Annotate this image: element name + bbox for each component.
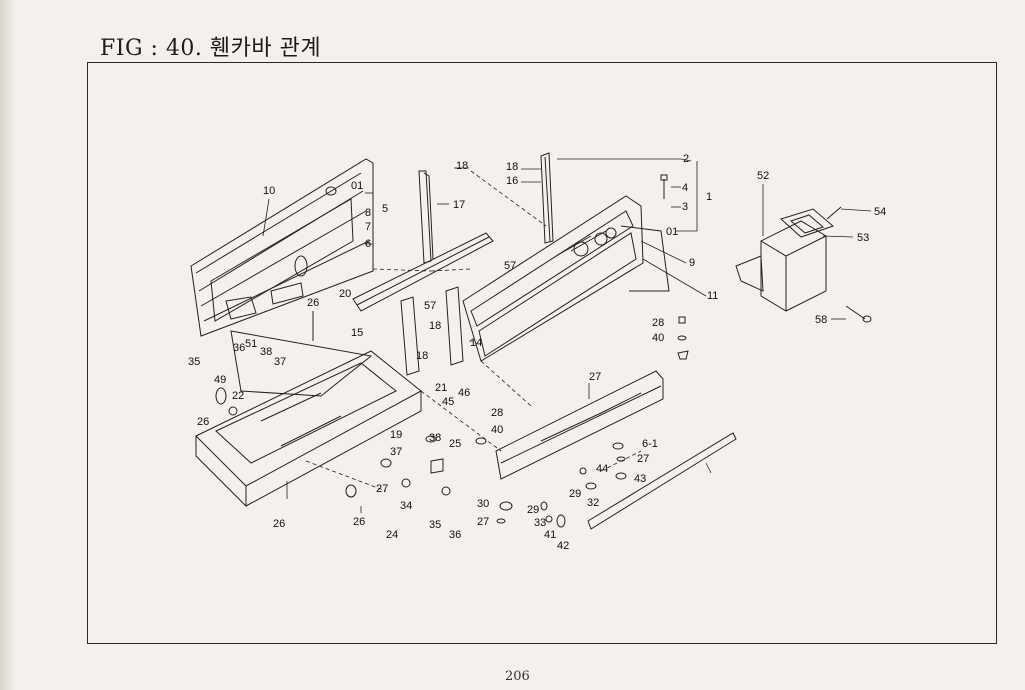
part-long-bottom-strip [587,432,737,530]
callout-label: 26 [307,297,319,309]
callout-label: 6 [365,238,371,250]
callout-label: 4 [682,182,688,194]
callout-label: 38 [429,432,441,444]
callout-label: 58 [815,314,827,326]
callout-label: 29 [569,488,581,500]
callout-label: 35 [188,356,200,368]
callout-label: 6-1 [642,438,658,450]
part-tailgate [462,195,670,362]
callout-label: 37 [274,356,286,368]
callout-label: 32 [587,497,599,509]
callout-label: 1 [706,191,712,203]
part-rear-rail [495,370,664,480]
callout-label: 24 [386,529,398,541]
callout-label: 27 [376,483,388,495]
dashed-assembly-lines [305,170,642,492]
callout-label: 26 [353,516,365,528]
callout-label: 38 [260,346,272,358]
callout-label: 41 [544,529,556,541]
callout-label: 44 [596,463,608,475]
callout-label: 25 [449,438,461,450]
callout-label: 28 [652,317,664,329]
callout-label: 43 [634,473,646,485]
callout-label: 30 [477,498,489,510]
callout-label: 33 [534,517,546,529]
callout-label: 21 [435,382,447,394]
callout-label: 40 [652,332,664,344]
callout-label: 35 [429,519,441,531]
callout-label: 49 [214,374,226,386]
callout-label: 57 [424,300,436,312]
callout-label: 8 [365,207,371,219]
callout-label: 26 [197,416,209,428]
part-console-box [735,208,834,312]
callout-label: 54 [874,206,886,218]
callout-label: 37 [390,446,402,458]
callout-label: 19 [390,429,402,441]
callout-label: 45 [442,396,454,408]
callout-label: 7 [365,221,371,233]
part-pillar-16 [540,152,554,244]
page-number: 206 [505,669,530,684]
callout-label: 36 [449,529,461,541]
callout-label: 46 [458,387,470,399]
exploded-parts-diagram: 1001587620261518171816572413019115254535… [188,152,886,552]
callout-label: 20 [339,288,351,300]
callout-label: 42 [557,540,569,552]
callout-label: 5 [382,203,388,215]
callout-label: 57 [504,260,516,272]
callout-label: 51 [245,338,257,350]
callout-label: 22 [232,390,244,402]
callout-label: 27 [637,453,649,465]
part-left-floor-tray [195,330,422,508]
callout-label: 34 [400,500,412,512]
callout-label: 9 [689,257,695,269]
part-center-strips [400,286,464,376]
callout-label: 18 [506,161,518,173]
callout-label: 26 [273,518,285,530]
callout-label: 10 [263,185,275,197]
callout-label: 3 [682,201,688,213]
callout-label: 01 [666,226,678,238]
part-left-panel [190,158,374,337]
callout-label: 11 [707,290,718,302]
part-bolts [312,174,872,360]
part-weatherstrip-17 [418,170,434,264]
part-small-clips [215,387,627,528]
callout-label: 27 [477,516,489,528]
callout-label: 2 [683,153,689,165]
callout-label: 36 [233,342,245,354]
callout-label: 14 [470,337,482,349]
callout-label: 40 [491,424,503,436]
callout-label: 17 [453,199,465,211]
parts-drawing [190,152,872,530]
callout-label: 18 [416,350,428,362]
page-binding-edge [0,0,16,690]
callout-label: 28 [491,407,503,419]
figure-title: FIG : 40. 휀카바 관계 [100,36,322,61]
leader-lines [262,158,872,513]
callout-label: 16 [506,175,518,187]
callout-label: 18 [429,320,441,332]
callout-label: 52 [757,170,769,182]
callout-label: 29 [527,504,539,516]
callout-label: 15 [351,327,363,339]
callout-label: 18 [456,160,468,172]
callout-label: 53 [857,232,869,244]
callout-label: 01 [351,180,363,192]
callout-label: 27 [589,371,601,383]
